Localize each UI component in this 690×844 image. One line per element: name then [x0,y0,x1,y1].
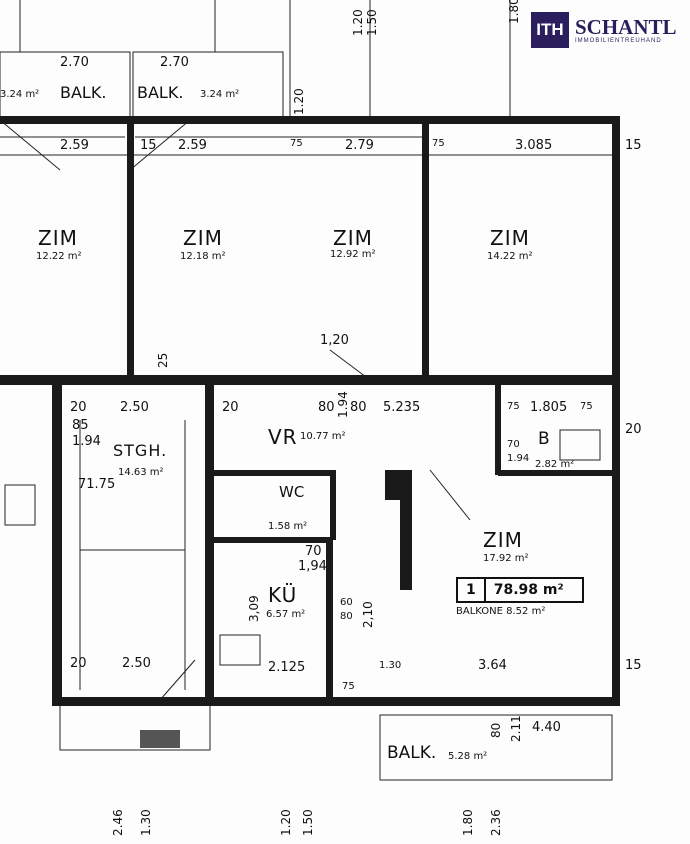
dimension: 1.20 [351,9,365,36]
dimension: 15 [140,138,157,153]
entrance-landing [59,704,211,751]
dimension: 2.70 [60,55,89,70]
dimension: 20 [70,656,87,671]
dimension: 2.50 [120,400,149,415]
dimension: 75 [342,681,355,692]
dimension: 80 [340,611,353,622]
dimension: 2.59 [178,138,207,153]
dimension: 1.805 [530,400,568,415]
dimension: 15 [625,658,642,673]
dimension: 4.40 [532,720,561,735]
logo-tagline: IMMOBILIENTREUHAND [575,37,662,44]
dimension: 20 [625,422,642,437]
dimension: 1.50 [301,809,315,836]
dimension: 60 [340,597,353,608]
dimension: 75 [507,401,520,412]
room-name: STGH. [113,441,168,460]
dimension: 80 [489,722,503,738]
room-name: ZIM [38,226,78,250]
dimension: 2.46 [111,809,125,836]
balcony-name: BALK. [387,743,437,763]
dimension: 1.30 [379,660,402,671]
logo-name: SCHANTL [575,14,677,39]
unit-number: 1 [466,582,476,598]
dimension: 1,94 [298,559,327,574]
room-area: 12.22 m² [36,251,82,262]
dimension: 2.36 [489,809,503,836]
dimension: 3.64 [478,658,507,673]
dimension: 75 [290,138,303,149]
dimension: 1.50 [365,9,379,36]
dimension: 70 [305,544,322,559]
room-area: 17.92 m² [483,553,529,564]
room-area: 2.82 m² [535,459,575,470]
room-name: KÜ [268,583,298,607]
dimension: 2.50 [122,656,151,671]
dimension: 2.79 [345,138,374,153]
dimension: 85 [72,418,89,433]
room-area: 12.18 m² [180,251,226,262]
unit-balcony-area: BALKONE 8.52 m² [456,606,546,617]
dimension: 20 [222,400,239,415]
dimension: 2.11 [509,715,523,742]
dimension: 80 [318,400,335,415]
room-name: ZIM [490,226,530,250]
balcony-area: 3.24 m² [200,89,240,100]
dimension: 1.94 [336,391,350,418]
dimension: 25 [156,352,170,368]
dimension: 71.75 [78,477,116,492]
dimension: 1,20 [320,333,349,348]
dimension: 5.235 [383,400,421,415]
dimension: 3,09 [247,595,261,622]
unit-summary-box: 1 78.98 m² [456,577,584,603]
dimension: 75 [580,401,593,412]
unit-area: 78.98 m² [493,582,564,598]
room-area: 6.57 m² [266,609,306,620]
company-logo: ITH SCHANTL IMMOBILIENTREUHAND [531,12,677,48]
dimension: 1.30 [139,809,153,836]
dimension: 2.59 [60,138,89,153]
room-name: VR [268,425,298,449]
dimension: 1.80 [461,809,475,836]
dimension: 1.20 [279,809,293,836]
room-area: 14.63 m² [118,467,164,478]
room-name: ZIM [483,528,523,552]
dimension: 3.085 [515,138,553,153]
dimension: 20 [70,400,87,415]
balcony-area: 3.24 m² [0,89,40,100]
dimension: 1.94 [507,453,530,464]
room-area: 10.77 m² [300,431,346,442]
dimension: 2.125 [268,660,306,675]
dimension: 15 [625,138,642,153]
dimension: 1.20 [292,88,306,115]
dimension: 2,10 [361,601,375,628]
dimension: 75 [432,138,445,149]
room-area: 14.22 m² [487,251,533,262]
dimension: 2.70 [160,55,189,70]
room-name: WC [279,483,305,501]
balcony-bottom [379,714,613,781]
dimension: 80 [350,400,367,415]
room-name: ZIM [333,226,373,250]
balcony-area: 5.28 m² [448,751,488,762]
dimension: 70 [507,439,520,450]
dimension: 1.80 [507,0,521,24]
room-area: 12.92 m² [330,249,376,260]
room-name: B [538,429,551,449]
room-name: ZIM [183,226,223,250]
balcony-name: BALK. [137,83,184,102]
logo-mark: ITH [531,12,569,48]
room-area: 1.58 m² [268,521,308,532]
balcony-name: BALK. [60,83,107,102]
dimension: 1.94 [72,434,101,449]
